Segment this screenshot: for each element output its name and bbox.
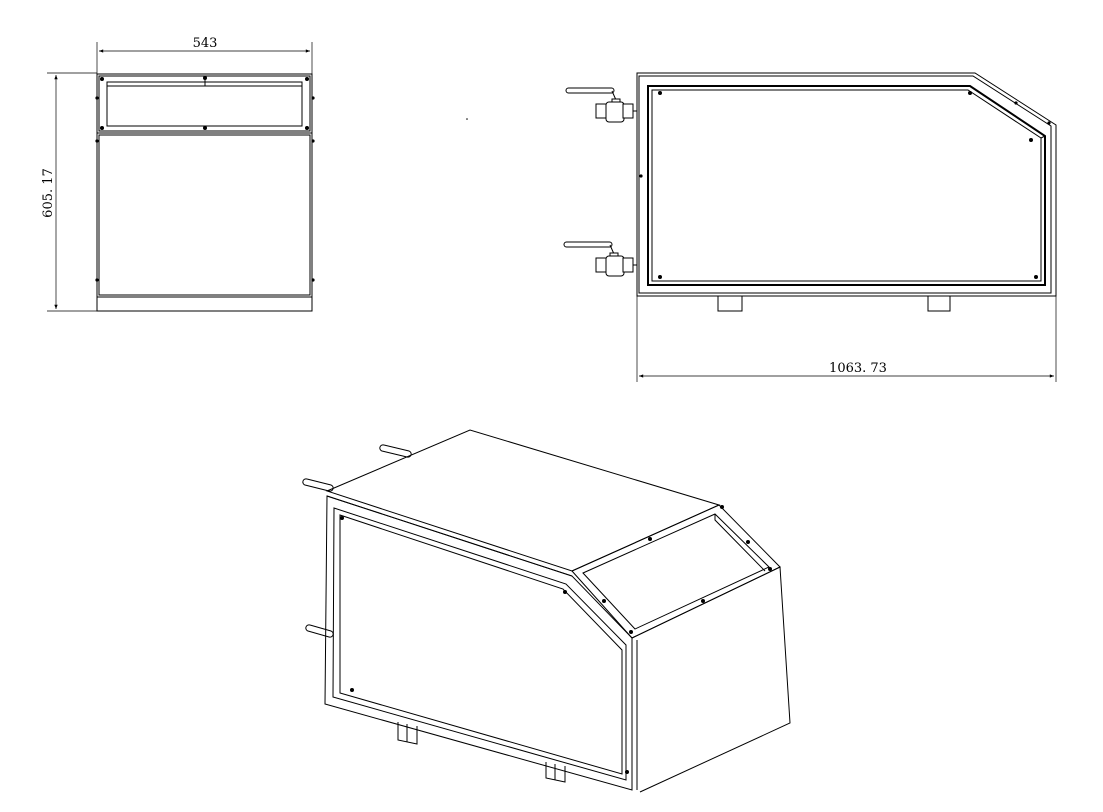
side-enclosure	[636, 72, 1057, 312]
iso-screws	[340, 505, 772, 774]
upper-ball-valve	[565, 87, 637, 123]
isometric-view	[302, 429, 791, 793]
lower-ball-valve	[563, 241, 637, 277]
sloped-face	[571, 504, 781, 639]
front-width-dimension: 543	[96, 36, 313, 74]
inlet-pipes	[302, 444, 412, 638]
side-length-label: 1063. 73	[829, 361, 887, 376]
front-view: 543 605. 17	[41, 36, 315, 312]
top-face	[325, 429, 721, 572]
iso-feet	[397, 722, 566, 783]
front-width-label: 543	[193, 36, 218, 51]
long-side-face	[324, 495, 633, 791]
end-face	[631, 566, 791, 793]
stray-dot	[466, 118, 468, 120]
front-height-label: 605. 17	[41, 168, 56, 218]
front-height-dimension: 605. 17	[41, 72, 97, 312]
side-length-dimension: 1063. 73	[636, 296, 1057, 382]
side-view: 1063. 73	[563, 72, 1057, 382]
front-enclosure	[95, 73, 315, 312]
